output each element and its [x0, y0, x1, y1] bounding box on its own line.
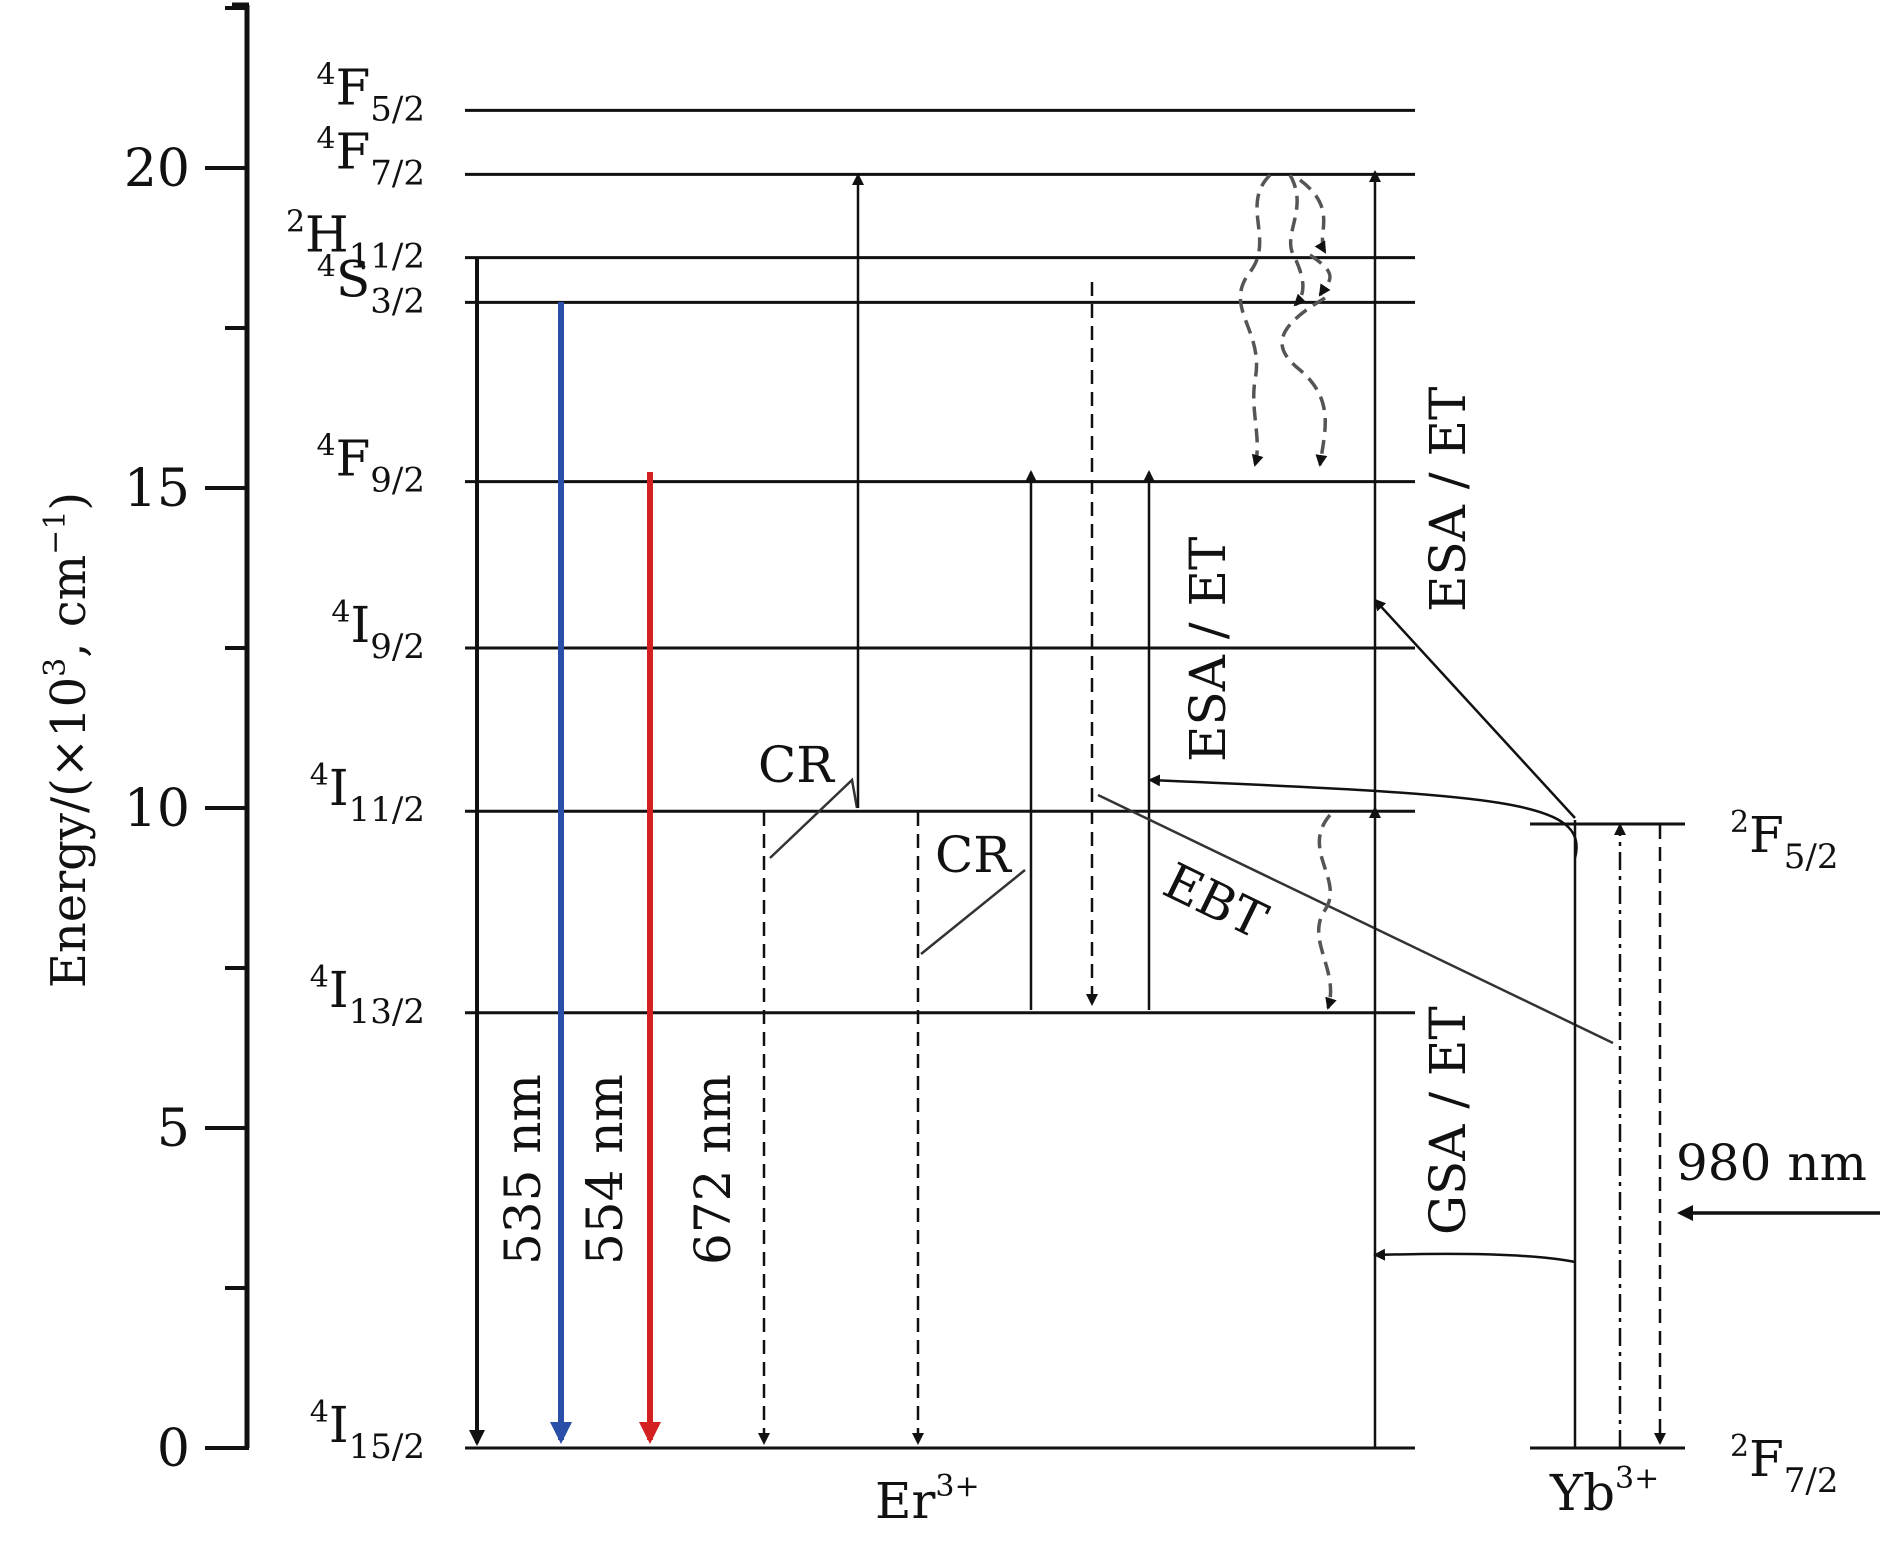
er-level-label-4S32: 4S3/2: [317, 249, 425, 321]
y-tick-label: 5: [157, 1099, 190, 1159]
cr-label-1: CR: [758, 736, 835, 794]
cr-link-line-2: [920, 869, 1026, 955]
y-tick-label: 0: [157, 1419, 190, 1479]
er-level-label-4I152: 4I15/2: [310, 1395, 425, 1467]
yb-energy-levels: [1530, 822, 1685, 1450]
excitation-980-label: 980 nm: [1676, 1134, 1867, 1192]
relaxation-wavy-arrow-2: [1288, 174, 1307, 307]
emission-554-label: 554 nm: [576, 1074, 634, 1265]
relaxation-wavy-arrow-1: [1238, 173, 1272, 467]
er-energy-levels: [465, 108, 1415, 1450]
relaxation-wavy-arrow-3: [1298, 178, 1327, 254]
er-level-label-4F52: 4F5/2: [316, 57, 425, 129]
y-tick-label: 10: [124, 779, 190, 839]
emission-672-label: 672 nm: [684, 1074, 742, 1265]
gsa-curve-arrow: [1373, 1248, 1576, 1264]
cr-label-2: CR: [935, 826, 1012, 884]
yb-level-label-2F72: 2F7/2: [1730, 1429, 1839, 1501]
er-level-label-2H112: 2H11/2: [286, 205, 425, 277]
relaxation-wavy-arrow-6: [1316, 813, 1337, 1010]
y-tick-label: 15: [124, 459, 190, 519]
y-axis-tick-labels: 0 5 10 15 20: [124, 139, 190, 1479]
et-curve-arrow-to-mid: [1148, 774, 1578, 859]
er-level-label-4F72: 4F7/2: [316, 121, 425, 193]
yb-level-labels: 2F5/2 2F7/2: [1730, 805, 1839, 1501]
cr-link-line-1: [769, 777, 859, 859]
er-level-label-4F92: 4F9/2: [316, 429, 425, 501]
et-line-to-upper: [1373, 598, 1576, 819]
er-level-label-4I132: 4I13/2: [310, 960, 425, 1032]
yb-level-label-2F52: 2F5/2: [1730, 805, 1839, 877]
er-level-label-4I92: 4I9/2: [331, 595, 425, 667]
relaxation-wavy-arrow-4: [1309, 253, 1332, 297]
y-axis-ticks: [205, 6, 249, 1450]
ebt-line: [1097, 793, 1614, 1045]
relaxation-wavy-arrow-5: [1280, 296, 1328, 467]
er-ion-label: Er3+: [875, 1469, 980, 1530]
emission-535-label: 535 nm: [494, 1074, 552, 1265]
yb-ion-label: Yb3+: [1549, 1461, 1659, 1522]
y-tick-label: 20: [124, 139, 190, 199]
y-axis-title: Energy/(×103, cm−1): [38, 492, 97, 988]
ebt-label: EBT: [1155, 852, 1276, 951]
er-level-label-4I112: 4I11/2: [310, 758, 425, 830]
esa-et-mid-label: ESA / ET: [1179, 537, 1237, 762]
gsa-et-label: GSA / ET: [1419, 1006, 1477, 1235]
esa-et-right-label: ESA / ET: [1419, 387, 1477, 612]
